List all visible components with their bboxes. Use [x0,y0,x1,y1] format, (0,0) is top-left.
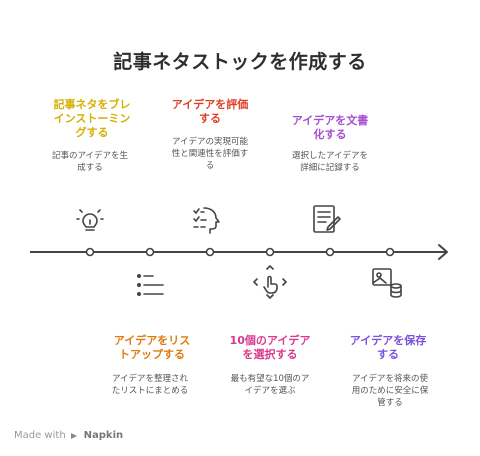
step-5-description: 選択したアイデアを 詳細に記録する [291,151,369,173]
image-database-icon [370,266,404,300]
step-2-heading: アイデアをリス トアップする [113,334,191,361]
timeline-node-2 [145,247,155,257]
made-with-label: Made with [14,430,66,441]
timeline-node-3 [205,247,215,257]
lightbulb-icon [73,203,107,237]
document-pen-icon [310,203,344,237]
step-3-description: アイデアの実現可能 性と関連性を評価す る [171,137,249,171]
step-6-heading: アイデアを保存 する [349,334,427,361]
page-title: 記事ネタストックを作成する [113,51,367,73]
timeline-arrowhead [438,244,448,260]
step-3-heading: アイデアを評価 する [171,98,249,125]
step-5-heading: アイデアを文書 化する [291,114,369,141]
step-1-heading: 記事ネタをブレ インストーミン グする [53,98,131,139]
step-4-heading: 10個のアイデア を選択する [229,334,311,361]
list-icon [133,268,167,302]
napkin-brand: Napkin [83,430,124,441]
timeline-node-5 [325,247,335,257]
step-2-description: アイデアを整理され たリストにまとめる [111,374,189,396]
timeline-node-4 [265,247,275,257]
step-6-description: アイデアを将来の使 用のために安全に保 管する [351,374,429,408]
napkin-logo-icon [70,432,77,439]
timeline-node-6 [385,247,395,257]
hand-select-icon [253,265,287,299]
step-1-description: 記事のアイデアを生 成する [51,151,129,173]
head-checklist-icon [190,203,224,237]
step-4-description: 最も有望な10個のア イデアを選ぶ [230,374,310,396]
footer-watermark: Made with Napkin [14,430,123,441]
timeline-node-1 [85,247,95,257]
